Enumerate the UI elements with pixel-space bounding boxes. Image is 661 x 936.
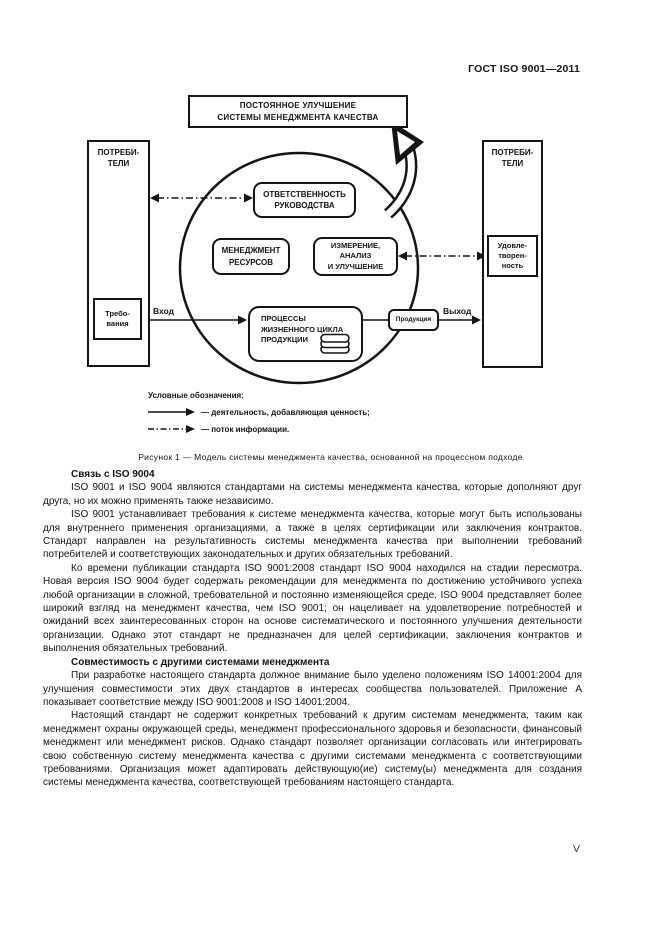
resource-management-box: МЕНЕДЖМЕНТ РЕСУРСОВ <box>212 238 290 275</box>
input-arrowhead <box>238 315 247 325</box>
body-text: Связь с ISO 9004 ISO 9001 и ISO 9004 явл… <box>43 468 582 790</box>
continual-improvement-arrow <box>383 121 424 219</box>
product-stack-icon <box>320 333 350 354</box>
paragraph-3: Ко времени публикации стандарта ISO 9001… <box>43 562 582 655</box>
info-flow-left-arrowhead-left <box>150 193 159 203</box>
qms-process-model-figure: ПОСТОЯННОЕ УЛУЧШЕНИЕ СИСТЕМЫ МЕНЕДЖМЕНТА… <box>0 88 661 393</box>
paragraph-5: Настоящий стандарт не содержит конкретны… <box>43 710 582 789</box>
paragraph-1: ISO 9001 и ISO 9004 являются стандартами… <box>43 482 582 507</box>
management-responsibility-box: ОТВЕТСТВЕННОСТЬ РУКОВОДСТВА <box>253 182 356 218</box>
figure-legend: Условные обозначения: — деятельность, до… <box>148 391 370 441</box>
legend-item-information-flow-label: — поток информации. <box>201 424 290 434</box>
output-arrowhead <box>472 315 481 325</box>
product-realization-box: ПРОЦЕССЫ ЖИЗНЕННОГО ЦИКЛА ПРОДУКЦИИ <box>248 306 363 362</box>
figure-caption: Рисунок 1 — Модель системы менеджмента к… <box>138 452 523 462</box>
paragraph-4: При разработке настоящего стандарта долж… <box>43 670 582 708</box>
info-flow-right-arrowhead-left <box>398 251 407 261</box>
requirements-box: Требо- вания <box>93 298 142 340</box>
product-realization-label: ПРОЦЕССЫ ЖИЗНЕННОГО ЦИКЛА ПРОДУКЦИИ <box>261 314 344 344</box>
heading-iso9004: Связь с ISO 9004 <box>71 469 155 480</box>
input-label: Вход <box>153 306 175 316</box>
page-header: ГОСТ ISO 9001—2011 <box>468 63 580 75</box>
solid-arrow-icon <box>148 408 195 416</box>
paragraph-2: ISO 9001 устанавливает требования к сист… <box>43 509 582 561</box>
process-circle <box>178 151 420 385</box>
legend-item-value-activity-label: — деятельность, добавляющая ценность; <box>201 407 370 417</box>
continual-improvement-box: ПОСТОЯННОЕ УЛУЧШЕНИЕ СИСТЕМЫ МЕНЕДЖМЕНТА… <box>188 95 408 128</box>
heading-compatibility: Совместимость с другими системами менедж… <box>71 656 330 668</box>
info-flow-right-arrowhead-right <box>477 251 486 261</box>
dashed-arrow-icon <box>148 425 195 433</box>
satisfaction-box: Удовле- творен- ность <box>487 235 538 277</box>
legend-title: Условные обозначения: <box>148 391 244 400</box>
figure-lines-layer <box>142 121 486 385</box>
output-label: Выход <box>443 306 472 316</box>
measurement-analysis-box: ИЗМЕРЕНИЕ, АНАЛИЗ И УЛУЧШЕНИЕ <box>313 237 398 276</box>
page-number: V <box>573 843 581 855</box>
legend-item-information-flow: — поток информации. <box>148 424 370 434</box>
legend-item-value-activity: — деятельность, добавляющая ценность; <box>148 407 370 417</box>
product-box: Продукция <box>388 309 439 331</box>
info-flow-left-arrowhead-right <box>244 193 253 203</box>
